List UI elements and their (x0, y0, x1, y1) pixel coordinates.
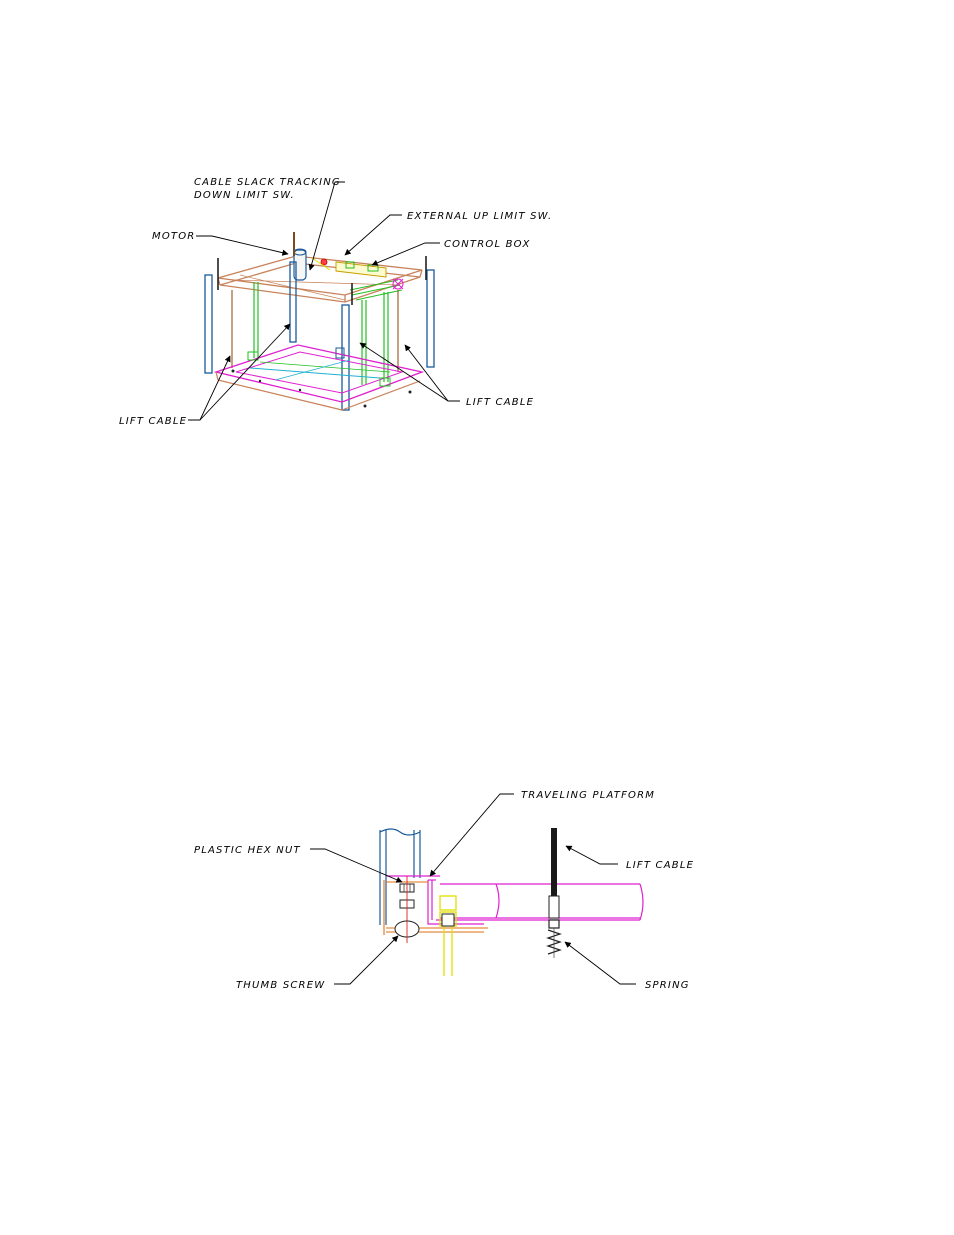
leader-external-up (344, 214, 402, 256)
top-frame-braces (231, 274, 401, 301)
label-lift-cable-detail: LIFT CABLE (626, 860, 694, 871)
detail-lift-cable (548, 828, 560, 919)
lift-assembly-figure: CABLE SLACK TRACKING DOWN LIMIT SW. EXTE… (119, 177, 552, 427)
label-external-up-limit-switch: EXTERNAL UP LIMIT SW. (407, 211, 552, 222)
label-plastic-hex-nut: PLASTIC HEX NUT (194, 845, 301, 856)
post-tops (217, 256, 427, 305)
leader-lift-cable-left-2 (199, 323, 291, 421)
platform-detail-figure: TRAVELING PLATFORM PLASTIC HEX NUT LIFT … (194, 790, 694, 991)
detail-traveling-platform (386, 875, 644, 925)
leader-control-box (371, 242, 440, 266)
detail-post (379, 828, 421, 925)
motor (293, 232, 307, 281)
detail-yellow-bolt (439, 895, 457, 976)
leader-motor (196, 235, 289, 256)
label-lift-cable-right: LIFT CABLE (466, 397, 534, 408)
corner-posts (204, 261, 435, 411)
label-cable-slack-tracking: CABLE SLACK TRACKING (194, 177, 341, 188)
upper-rails (349, 278, 404, 301)
control-box (311, 257, 387, 278)
detail-thumb-screw (394, 920, 420, 943)
platform-feet (231, 369, 412, 408)
lift-cables (231, 282, 399, 385)
label-spring: SPRING (645, 980, 690, 991)
label-motor: MOTOR (152, 231, 195, 242)
label-thumb-screw: THUMB SCREW (236, 980, 325, 991)
leader-lift-cable-right-2 (359, 342, 449, 402)
fig1-leaders (188, 181, 460, 421)
detail-hex-nut (399, 876, 415, 925)
label-down-limit-switch: DOWN LIMIT SW. (194, 190, 295, 201)
label-lift-cable-left: LIFT CABLE (119, 416, 187, 427)
leader-cable-slack (308, 181, 345, 271)
leader-thumb-screw (334, 935, 399, 985)
leader-spring (564, 941, 636, 985)
label-traveling-platform: TRAVELING PLATFORM (521, 790, 655, 801)
label-control-box: CONTROL BOX (444, 239, 531, 250)
lower-platform (213, 344, 425, 411)
fig2-leaders (310, 793, 636, 985)
leader-plastic-hex-nut (310, 848, 403, 883)
leader-traveling-platform (429, 793, 514, 877)
detail-platform-nut (441, 913, 455, 927)
leader-lift-cable (565, 845, 618, 865)
detail-spring (546, 919, 562, 958)
